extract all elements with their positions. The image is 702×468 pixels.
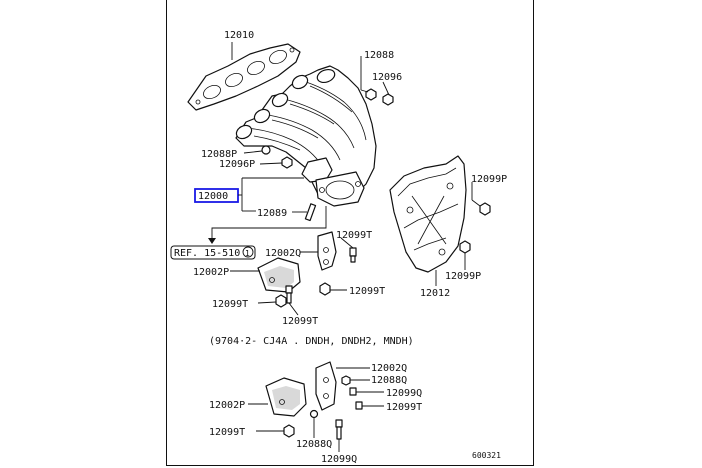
- stud-12089: [304, 203, 317, 222]
- lower-washer-12088q: [309, 409, 319, 419]
- label-ref[interactable]: REF. 15-510: [174, 248, 240, 259]
- lower-bolt-12099t-left: [283, 424, 295, 438]
- gasket-12010: [187, 43, 301, 111]
- lower-nut-12088q: [341, 375, 351, 386]
- label-lower-12088q-b: 12088Q: [296, 439, 332, 450]
- label-12002q: 12002Q: [265, 248, 301, 259]
- bolt-12099t-right: [319, 282, 331, 296]
- bracket-12002q: [317, 231, 337, 271]
- label-12089: 12089: [257, 208, 287, 219]
- exhaust-manifold: [235, 65, 377, 207]
- figure-code: 600321: [472, 451, 501, 460]
- label-12000[interactable]: 12000: [198, 191, 228, 202]
- heat-cover-12012: [389, 155, 467, 273]
- lower-bracket-12002q: [315, 361, 337, 411]
- ref-box[interactable]: [170, 245, 256, 260]
- lower-bracket-12002p: [265, 377, 307, 417]
- bolt-12099p-bottom: [459, 240, 471, 254]
- label-12012: 12012: [420, 288, 450, 299]
- label-lower-12088q-a: 12088Q: [371, 375, 407, 386]
- nut-12096p: [281, 156, 293, 169]
- bolt-12099p-top: [479, 202, 491, 216]
- bolt-12099t-upper: [349, 247, 357, 263]
- lower-bolt-12099t-right: [355, 401, 363, 410]
- washer-12088p: [261, 145, 271, 155]
- variant-note: (9704·2- CJ4A . DNDH, DNDH2, MNDH): [209, 336, 414, 347]
- lower-bolt-12099q-b: [335, 419, 343, 440]
- label-12096: 12096: [372, 72, 402, 83]
- label-lower-12002q: 12002Q: [371, 363, 407, 374]
- bolt-12099t-left: [275, 294, 287, 308]
- nut-12088: [365, 88, 377, 101]
- label-12099t-d: 12099T: [349, 286, 385, 297]
- label-12099p-b: 12099P: [445, 271, 481, 282]
- label-12010: 12010: [224, 30, 254, 41]
- label-lower-12099q-b: 12099Q: [321, 454, 357, 465]
- label-lower-12002p: 12002P: [209, 400, 245, 411]
- label-lower-12099t-a: 12099T: [386, 402, 422, 413]
- label-12096p: 12096P: [219, 159, 255, 170]
- label-lower-12099t-b: 12099T: [209, 427, 245, 438]
- label-12099p-a: 12099P: [471, 174, 507, 185]
- diagram-sheet: [166, 0, 534, 466]
- label-12088p: 12088P: [201, 149, 237, 160]
- label-lower-12099q: 12099Q: [386, 388, 422, 399]
- ref-circle: [242, 246, 254, 258]
- nut-12096: [382, 93, 394, 106]
- bracket-12002p: [257, 257, 301, 293]
- highlight-12000[interactable]: [194, 188, 239, 203]
- bolt-12099t-center: [285, 285, 293, 304]
- label-12002p: 12002P: [193, 267, 229, 278]
- label-12099t-b: 12099T: [212, 299, 248, 310]
- label-12099t-a: 12099T: [336, 230, 372, 241]
- label-12088: 12088: [364, 50, 394, 61]
- label-12099t-c: 12099T: [282, 316, 318, 327]
- lower-bolt-12099q: [349, 387, 357, 396]
- ref-circle-number: 1: [245, 249, 250, 258]
